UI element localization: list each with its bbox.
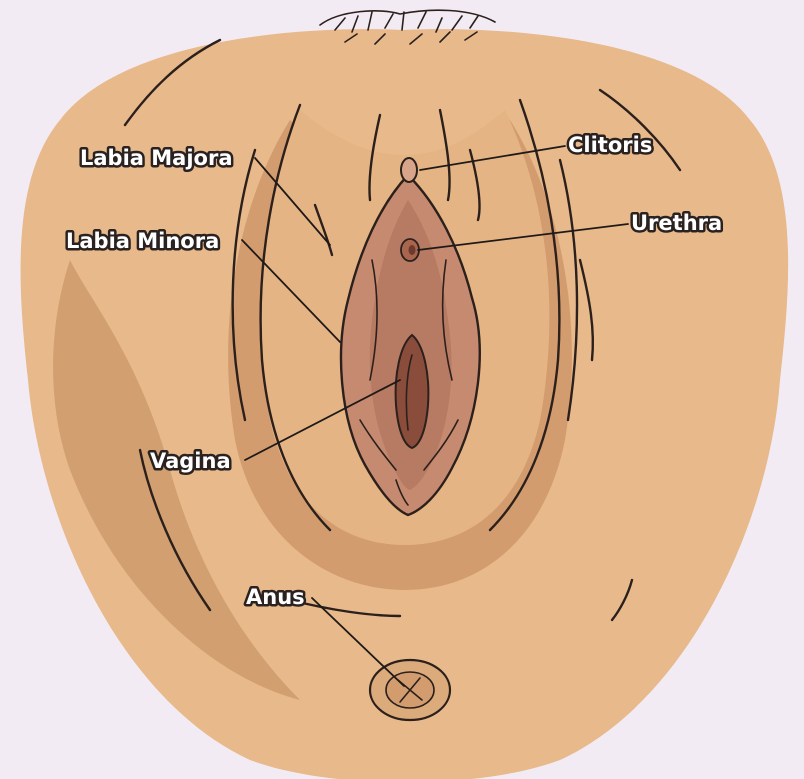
label-labia-majora: Labia Majora — [80, 146, 233, 170]
clitoris-shape — [401, 158, 417, 182]
label-urethra: Urethra — [631, 211, 722, 235]
label-clitoris: Clitoris — [568, 133, 652, 157]
label-anus: Anus — [246, 585, 305, 609]
label-labia-minora: Labia Minora — [66, 229, 219, 253]
urethra-opening — [409, 245, 416, 255]
label-vagina: Vagina — [150, 449, 231, 473]
